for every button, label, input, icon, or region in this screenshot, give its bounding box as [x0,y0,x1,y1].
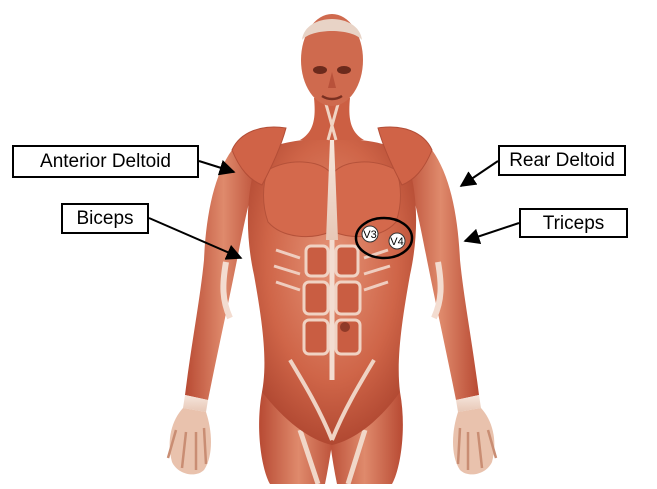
biceps-label: Biceps [61,203,149,234]
rear-deltoid-arrow [461,161,498,186]
triceps-arrow [465,223,519,241]
rear-deltoid-label: Rear Deltoid [498,145,626,176]
torso [248,139,416,445]
left-arm [402,150,496,474]
head-neck [300,14,364,140]
right-arm [168,150,262,474]
triceps-label: Triceps [519,208,628,238]
electrode-v3-label: V3 [363,229,376,241]
electrode-v4-label: V4 [390,236,403,248]
anterior-deltoid-label: Anterior Deltoid [12,145,199,178]
